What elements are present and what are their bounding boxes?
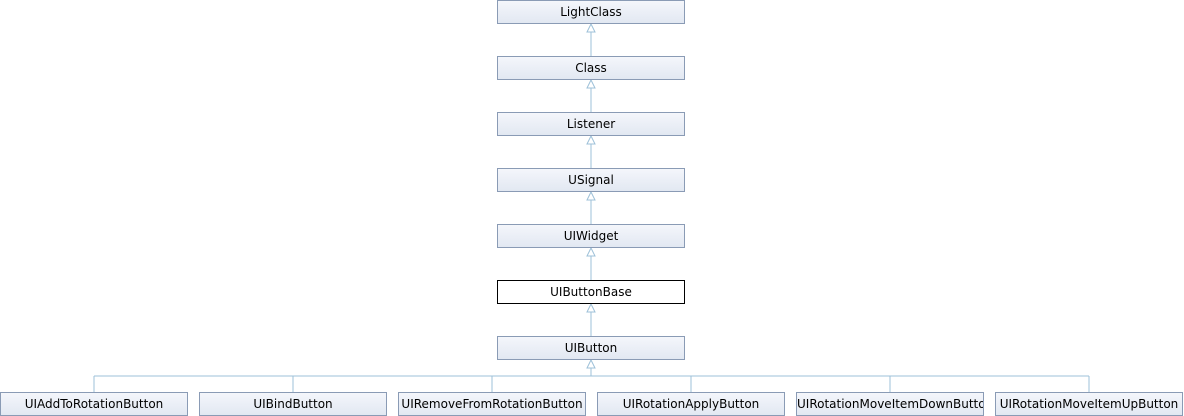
class-node-uiremovefromrotationbutton[interactable]: UIRemoveFromRotationButton — [398, 392, 586, 416]
class-node-uibindbutton[interactable]: UIBindButton — [199, 392, 387, 416]
class-node-uirotationapplybutton[interactable]: UIRotationApplyButton — [597, 392, 785, 416]
inheritance-arrowhead — [586, 190, 596, 201]
inheritance-arrowhead — [586, 134, 596, 145]
inheritance-arrowhead — [586, 78, 596, 89]
class-node-uiaddtorotationbutton[interactable]: UIAddToRotationButton — [0, 392, 188, 416]
class-node-class[interactable]: Class — [497, 56, 685, 80]
class-node-uirotationmoveitemdownbutton[interactable]: UIRotationMoveItemDownButton — [796, 392, 984, 416]
inheritance-arrowhead — [586, 358, 596, 369]
inheritance-arrowhead — [586, 22, 596, 33]
inheritance-arrowhead — [586, 246, 596, 257]
class-node-uibuttonbase: UIButtonBase — [497, 280, 685, 304]
inheritance-arrowhead — [586, 302, 596, 313]
class-node-lightclass[interactable]: LightClass — [497, 0, 685, 24]
class-node-usignal[interactable]: USignal — [497, 168, 685, 192]
class-node-uiwidget[interactable]: UIWidget — [497, 224, 685, 248]
class-node-uirotationmoveitemupbutton[interactable]: UIRotationMoveItemUpButton — [995, 392, 1183, 416]
class-node-listener[interactable]: Listener — [497, 112, 685, 136]
class-node-uibutton[interactable]: UIButton — [497, 336, 685, 360]
